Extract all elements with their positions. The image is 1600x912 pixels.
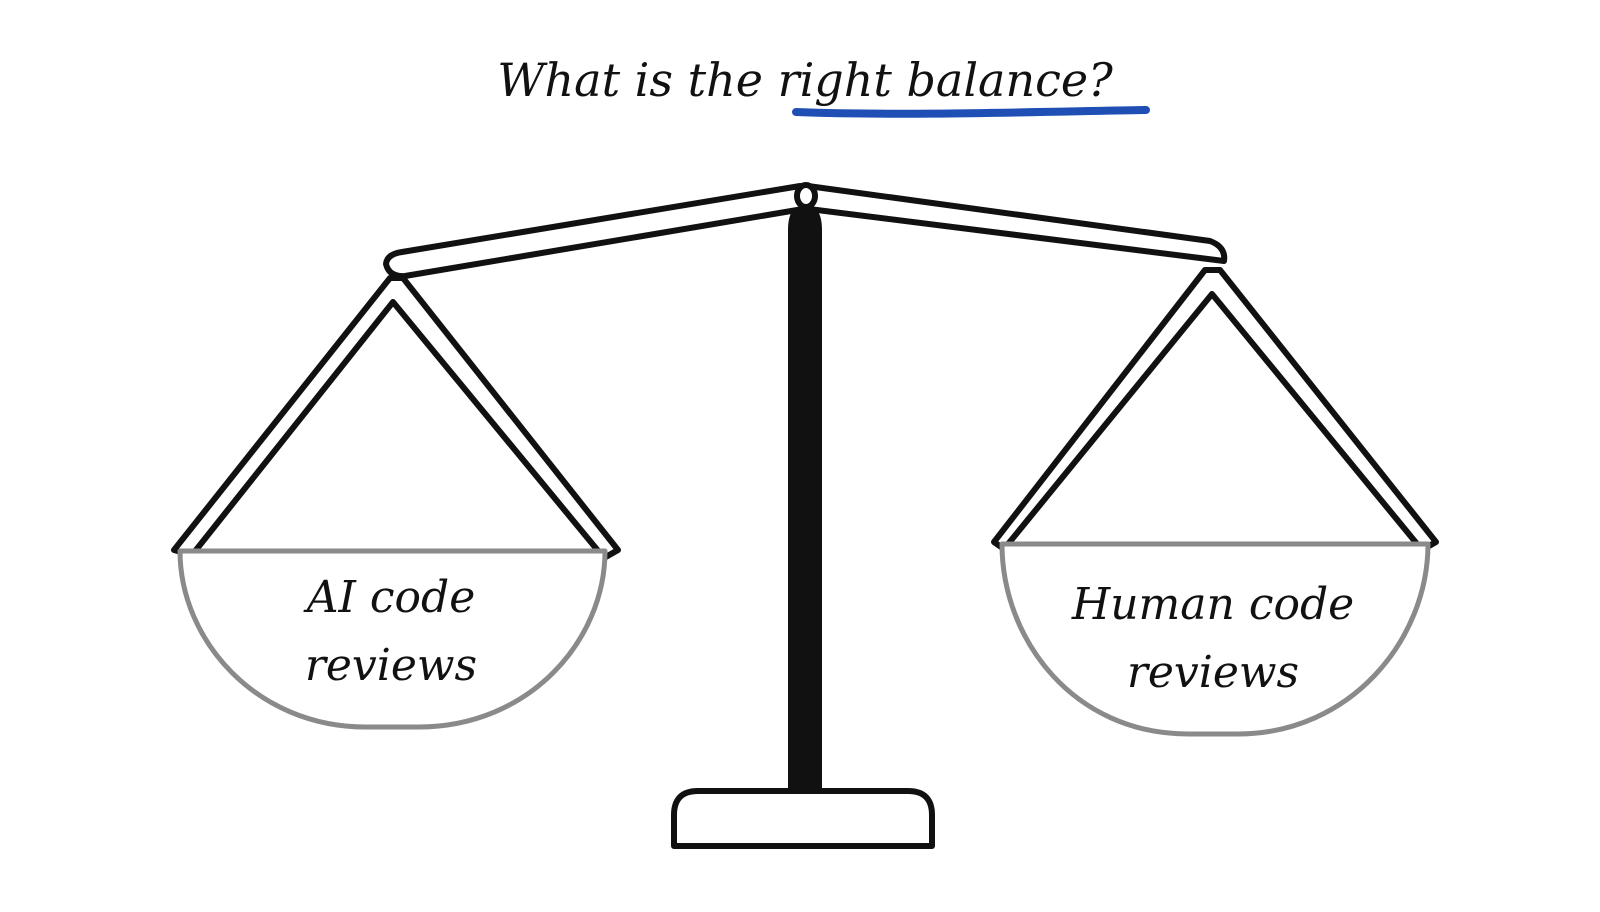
title-prefix: What is the [497, 53, 777, 107]
scale-beam-left [383, 183, 806, 280]
title-emphasis: right balance? [778, 53, 1114, 107]
title-underline [792, 106, 1150, 118]
right-pan-hanger [991, 267, 1439, 553]
right-pan-label-line2: reviews [1127, 647, 1299, 698]
scale-pivot [794, 182, 818, 210]
right-pan [999, 541, 1431, 737]
left-pan-hanger [171, 275, 621, 561]
scale-base [671, 788, 935, 849]
page-title: What is the right balance? [497, 53, 1113, 107]
left-pan [177, 548, 608, 730]
scale-beam-right [805, 183, 1228, 264]
left-pan-label-line1: AI code [303, 572, 475, 623]
right-pan-label-line1: Human code [1071, 579, 1354, 630]
left-pan-label-line2: reviews [305, 640, 477, 691]
scale-post [788, 204, 822, 792]
